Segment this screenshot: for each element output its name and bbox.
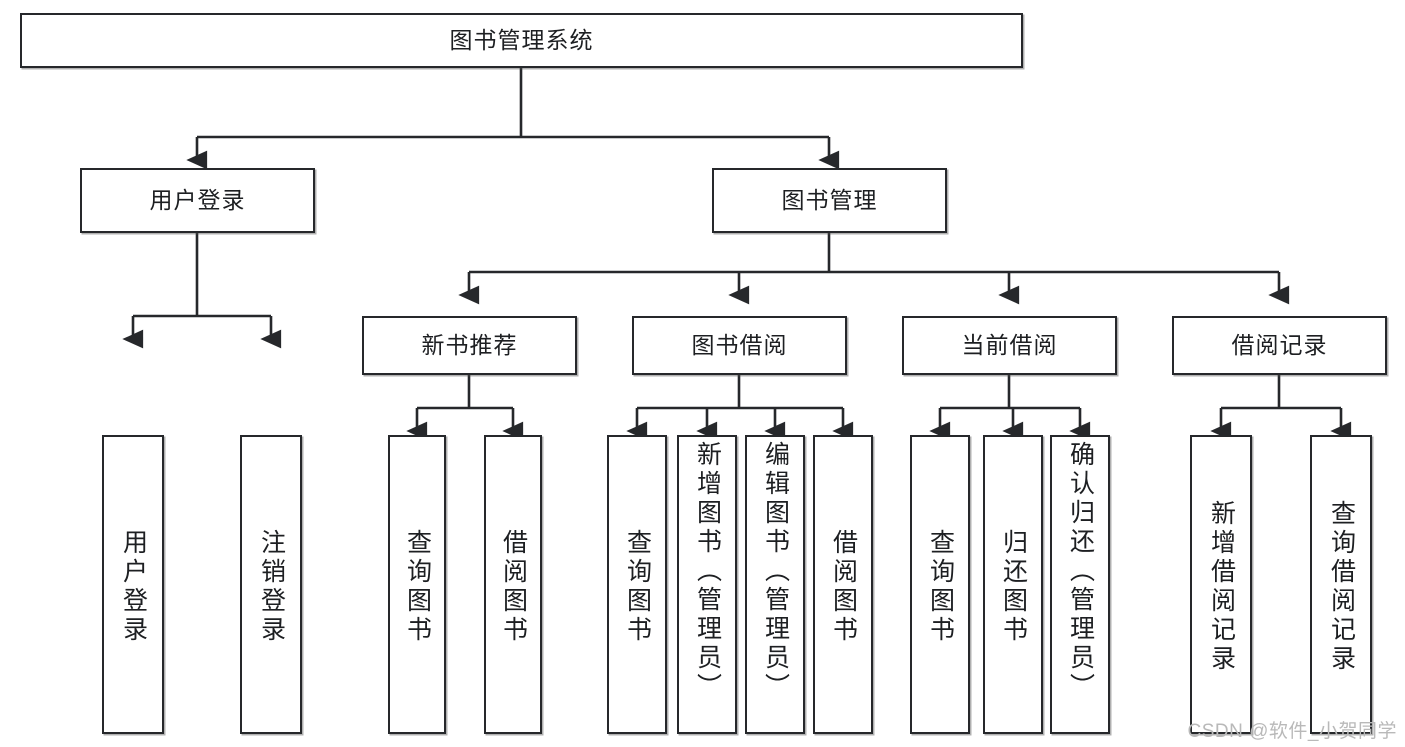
node-book-management[interactable]: 图书管理: [712, 168, 947, 233]
leaf-node[interactable]: 新增图书（管理员）: [677, 435, 737, 734]
node-user-login[interactable]: 用户登录: [80, 168, 315, 233]
leaf-node[interactable]: 查询图书: [388, 435, 446, 734]
leaf-node-label: 查询借阅记录: [1327, 499, 1356, 674]
node-borrow-record-label: 借阅记录: [1231, 332, 1328, 359]
leaf-node-label: 注销登录: [257, 528, 286, 645]
leaf-node[interactable]: 查询图书: [607, 435, 667, 734]
node-borrow-record[interactable]: 借阅记录: [1172, 316, 1387, 375]
leaf-node-label: 编辑图书（管理员）: [761, 441, 790, 702]
node-book-management-label: 图书管理: [781, 187, 878, 214]
node-root[interactable]: 图书管理系统: [20, 13, 1023, 68]
leaf-node-label: 借阅图书: [829, 528, 858, 645]
leaf-node-label: 归还图书: [999, 528, 1028, 645]
node-book-borrow[interactable]: 图书借阅: [632, 316, 847, 375]
leaf-node[interactable]: 用户登录: [102, 435, 164, 734]
leaf-node-label: 查询图书: [623, 528, 652, 645]
leaf-node[interactable]: 新增借阅记录: [1190, 435, 1252, 734]
leaf-node-label: 新增借阅记录: [1207, 499, 1236, 674]
node-current-borrow-label: 当前借阅: [961, 332, 1058, 359]
leaf-node[interactable]: 确认归还（管理员）: [1050, 435, 1110, 734]
node-current-borrow[interactable]: 当前借阅: [902, 316, 1117, 375]
node-root-label: 图书管理系统: [449, 27, 594, 54]
leaf-node[interactable]: 归还图书: [983, 435, 1043, 734]
leaf-node[interactable]: 查询图书: [910, 435, 970, 734]
leaf-node-label: 借阅图书: [499, 528, 528, 645]
leaf-node[interactable]: 编辑图书（管理员）: [745, 435, 805, 734]
leaf-node[interactable]: 借阅图书: [813, 435, 873, 734]
node-new-book-recommend-label: 新书推荐: [421, 332, 518, 359]
leaf-node-label: 查询图书: [926, 528, 955, 645]
leaf-node[interactable]: 查询借阅记录: [1310, 435, 1372, 734]
leaf-node-label: 确认归还（管理员）: [1066, 441, 1095, 702]
leaf-node[interactable]: 注销登录: [240, 435, 302, 734]
leaf-node-label: 用户登录: [119, 528, 148, 645]
node-book-borrow-label: 图书借阅: [691, 332, 788, 359]
leaf-node-label: 查询图书: [403, 528, 432, 645]
leaf-node[interactable]: 借阅图书: [484, 435, 542, 734]
leaf-node-label: 新增图书（管理员）: [693, 441, 722, 702]
node-user-login-label: 用户登录: [149, 187, 246, 214]
node-new-book-recommend[interactable]: 新书推荐: [362, 316, 577, 375]
